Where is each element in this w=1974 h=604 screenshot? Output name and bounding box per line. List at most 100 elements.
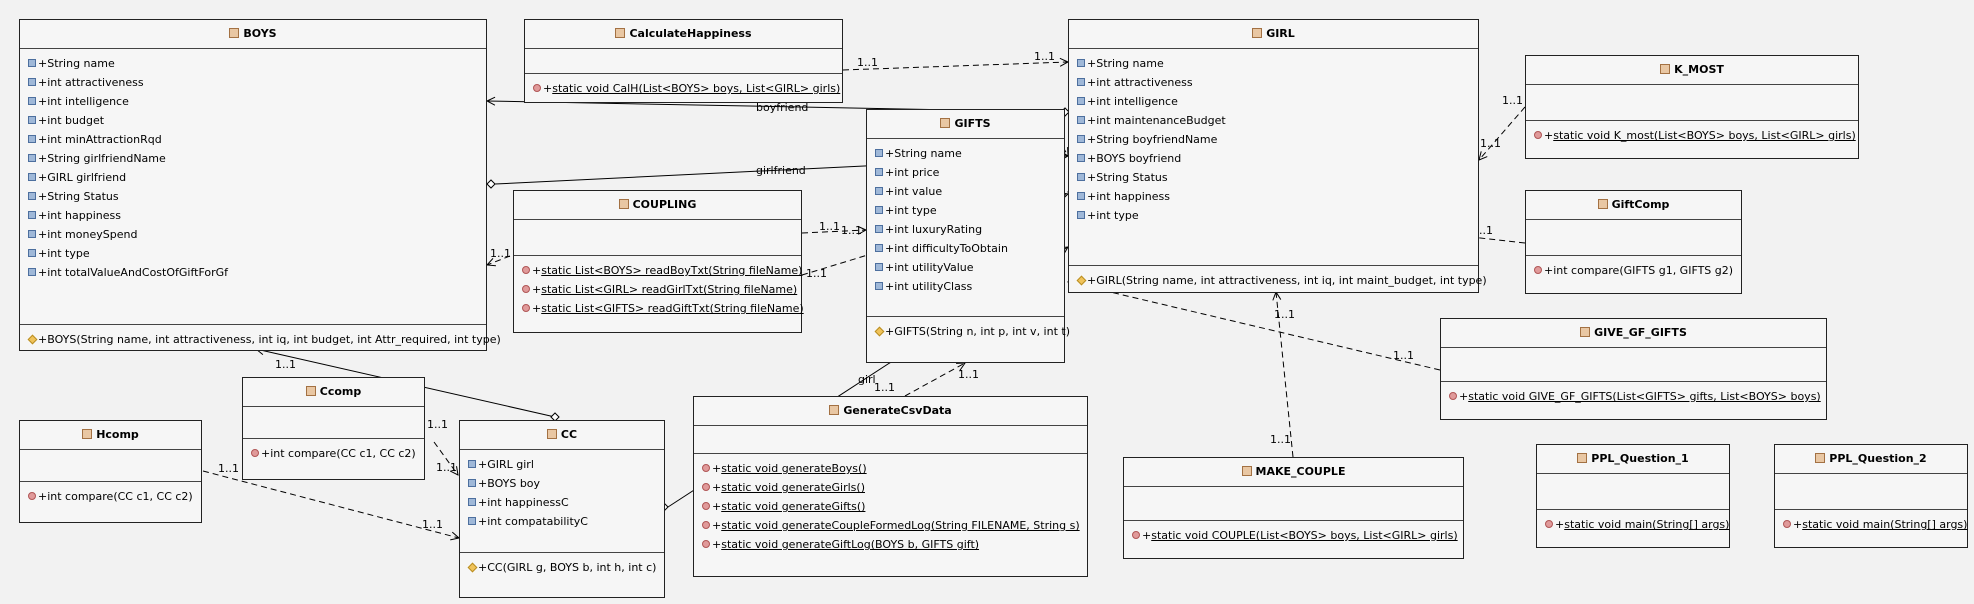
field-icon [875, 149, 883, 157]
mult-makecouple-1: 1..1 [1274, 308, 1295, 321]
class-icon [82, 429, 93, 439]
field-row: +int moneySpend [28, 225, 486, 244]
field-icon [1077, 97, 1085, 105]
class-name: CalculateHappiness [629, 27, 752, 40]
field-row: +String boyfriendName [1077, 130, 1478, 149]
class-gifts[interactable]: GIFTS +String name +int price +int value… [866, 109, 1070, 363]
class-name: GIRL [1266, 27, 1295, 40]
fields-section [525, 49, 842, 74]
mult-hcomp-2: 1..1 [422, 518, 443, 531]
field-icon [1077, 78, 1085, 86]
class-name: COUPLING [632, 198, 697, 211]
class-make-couple[interactable]: MAKE_COUPLE +static void COUPLE(List<BOY… [1123, 457, 1464, 559]
methods-section: +static void generateBoys() +static void… [694, 454, 1087, 559]
class-cc[interactable]: CC +GIRL girl +BOYS boy +int happinessC … [459, 420, 665, 598]
mult-kmost-2: 1..1 [1480, 137, 1501, 150]
constructor-icon [874, 326, 885, 337]
method-row: +static void generateGiftLog(BOYS b, GIF… [702, 535, 1087, 554]
field-row: +int compatabilityC [468, 512, 664, 531]
field-row: +int utilityClass [875, 277, 1064, 296]
mult-makecouple-2: 1..1 [1270, 433, 1291, 446]
fields-section [1775, 474, 1967, 510]
field-icon [28, 211, 36, 219]
field-row: +int luxuryRating [875, 220, 1064, 239]
diamond-cc-boy [550, 412, 560, 422]
method-row: +BOYS(String name, int attractiveness, i… [27, 330, 501, 349]
field-row: +int happiness [1077, 187, 1478, 206]
field-icon [875, 225, 883, 233]
method-icon [251, 449, 259, 457]
field-row: +BOYS boyfriend [1077, 149, 1478, 168]
method-row: +static void GIVE_GF_GIFTS(List<GIFTS> g… [1449, 387, 1826, 406]
field-icon [875, 282, 883, 290]
class-ppl-question-2[interactable]: PPL_Question_2 +static void main(String[… [1774, 444, 1968, 548]
method-row: +static void main(String[] args) [1545, 515, 1729, 534]
class-giftcomp[interactable]: GiftComp +int compare(GIFTS g1, GIFTS g2… [1525, 190, 1742, 294]
field-row: +String Status [1077, 168, 1478, 187]
method-icon [28, 492, 36, 500]
field-icon [468, 498, 476, 506]
field-icon [28, 268, 36, 276]
constructor-icon [1076, 275, 1087, 286]
field-row: +int type [875, 201, 1064, 220]
fields-section [20, 450, 201, 482]
label-girlfriend: girlfriend [756, 164, 806, 177]
class-icon [1577, 453, 1588, 463]
class-icon [305, 386, 316, 396]
mult-kmost-1: 1..1 [1502, 94, 1523, 107]
class-name: GenerateCsvData [843, 404, 952, 417]
class-generatecsvdata[interactable]: GenerateCsvData +static void generateBoy… [693, 396, 1088, 577]
method-row: +int compare(CC c1, CC c2) [28, 487, 201, 506]
methods-section: +static void K_most(List<BOYS> boys, Lis… [1526, 121, 1858, 150]
constructor-icon [467, 562, 478, 573]
field-icon [1077, 192, 1085, 200]
field-icon [875, 187, 883, 195]
method-icon [1132, 531, 1140, 539]
class-icon [229, 28, 240, 38]
class-ccomp[interactable]: Ccomp +int compare(CC c1, CC c2) [242, 377, 425, 480]
method-row: +static List<GIRL> readGirlTxt(String fi… [522, 280, 801, 299]
class-boys[interactable]: BOYS +String name +int attractiveness +i… [19, 19, 501, 351]
method-row: +static void COUPLE(List<BOYS> boys, Lis… [1132, 526, 1463, 545]
class-hcomp[interactable]: Hcomp +int compare(CC c1, CC c2) [19, 420, 202, 523]
method-row: +static List<BOYS> readBoyTxt(String fil… [522, 261, 802, 280]
method-row: +static void generateCoupleFormedLog(Str… [702, 516, 1087, 535]
method-row: +GIFTS(String n, int p, int v, int t) [874, 322, 1070, 341]
field-icon [468, 460, 476, 468]
fields-section [1526, 85, 1858, 121]
mult-gencsv-1: 1..1 [874, 381, 895, 394]
methods-section: +static void main(String[] args) [1775, 510, 1967, 539]
methods-section: +static void main(String[] args) [1537, 510, 1729, 539]
class-give-gf-gifts[interactable]: GIVE_GF_GIFTS +static void GIVE_GF_GIFTS… [1440, 318, 1827, 420]
class-icon [618, 199, 629, 209]
class-name: CC [560, 428, 578, 441]
field-row: +int value [875, 182, 1064, 201]
field-row: +int type [1077, 206, 1478, 225]
field-icon [1077, 116, 1085, 124]
label-girl: girl [858, 373, 876, 386]
field-row: +int intelligence [1077, 92, 1478, 111]
field-icon [875, 244, 883, 252]
class-calculatehappiness[interactable]: CalculateHappiness +static void CalH(Lis… [524, 19, 843, 103]
method-icon [1534, 131, 1542, 139]
label-boyfriend: boyfriend [756, 101, 808, 114]
class-coupling[interactable]: COUPLING +static List<BOYS> readBoyTxt(S… [513, 190, 804, 333]
method-icon [1449, 392, 1457, 400]
class-k-most[interactable]: K_MOST +static void K_most(List<BOYS> bo… [1525, 55, 1859, 159]
field-icon [28, 192, 36, 200]
fields-section: +String name +int attractiveness +int in… [1069, 49, 1478, 266]
field-icon [875, 263, 883, 271]
fields-section: +GIRL girl +BOYS boy +int happinessC +in… [460, 450, 664, 553]
class-ppl-question-1[interactable]: PPL_Question_1 +static void main(String[… [1536, 444, 1730, 548]
edge-coupling-boys [487, 255, 511, 265]
edge-gencsv-gifts [904, 363, 965, 397]
field-row: +int minAttractionRqd [28, 130, 486, 149]
class-icon [1660, 64, 1671, 74]
mult-hcomp-1: 1..1 [218, 462, 239, 475]
methods-section: +CC(GIRL g, BOYS b, int h, int c) [460, 553, 664, 582]
method-row: +static void main(String[] args) [1783, 515, 1967, 534]
method-icon [1545, 520, 1553, 528]
method-icon [702, 521, 710, 529]
class-girl[interactable]: GIRL +String name +int attractiveness +i… [1068, 19, 1487, 293]
field-icon [1077, 173, 1085, 181]
